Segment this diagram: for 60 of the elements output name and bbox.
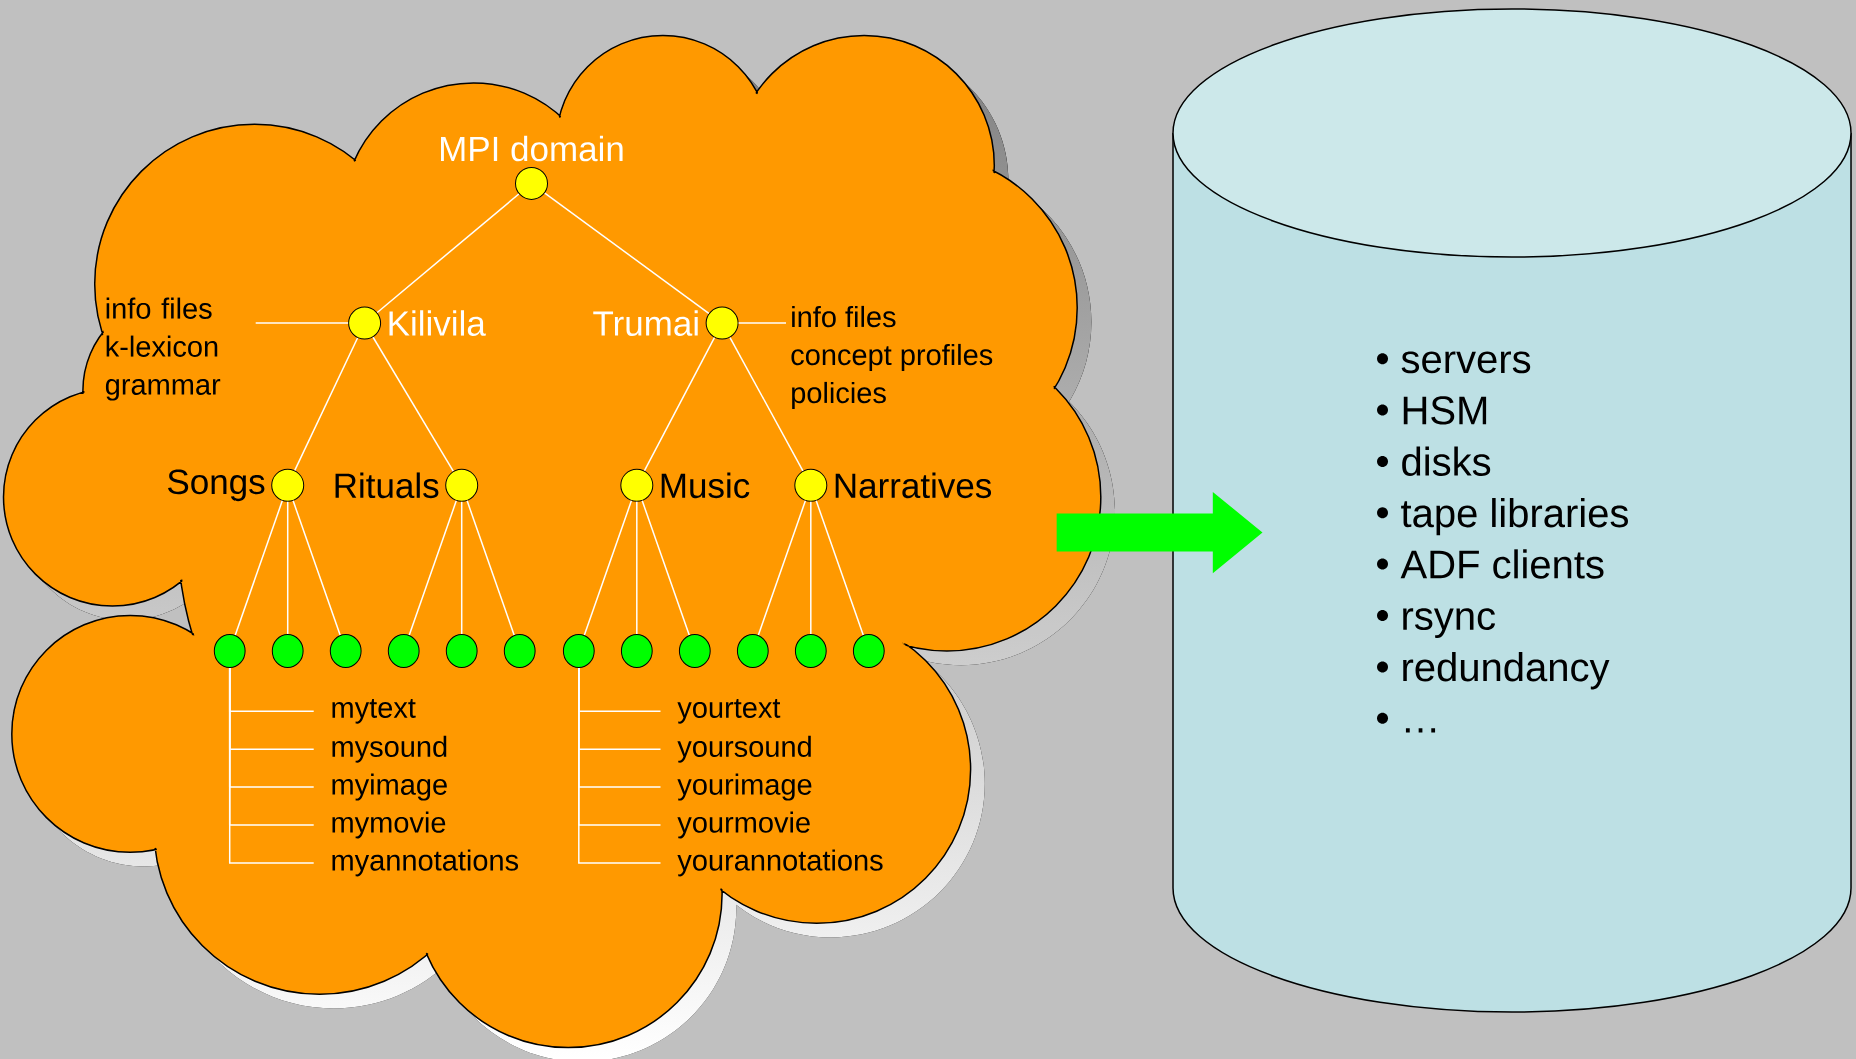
tree-node: Trumai (593, 306, 739, 340)
leaf-circle (678, 633, 711, 669)
tree-line (376, 193, 520, 314)
file-name: yoursound (677, 735, 811, 763)
leaf-circle (213, 633, 246, 669)
tree-node: Music (620, 468, 750, 502)
tree-line (636, 501, 638, 635)
info-list: info files k-lexicon grammar (105, 297, 221, 401)
tree-line (583, 500, 633, 636)
tree-line (292, 500, 341, 636)
tree-node: Songs (168, 468, 305, 502)
node-label: Trumai (593, 310, 698, 336)
node-label: Music (661, 472, 750, 499)
node-label: MPI domain (441, 135, 623, 162)
tree-line (643, 336, 716, 472)
node-label: Narratives (835, 472, 992, 499)
leaf-circle (852, 633, 885, 669)
tree-line (757, 500, 807, 636)
file-name: mymovie (332, 811, 446, 839)
tree-line (460, 501, 463, 635)
tree-line (286, 501, 289, 635)
tree-node: Narratives (794, 468, 992, 502)
leaf-circle (794, 633, 827, 669)
file-name: myannotations (332, 849, 519, 877)
leaf-circle (736, 633, 769, 669)
file-name: yourannotations (677, 849, 883, 877)
connector-line (254, 322, 349, 324)
tree-line (294, 337, 359, 472)
tree-line (544, 192, 710, 315)
leaf-circle (387, 633, 420, 669)
tree-line (815, 500, 864, 636)
leaf-circle (329, 633, 362, 669)
connector-line (737, 322, 787, 324)
leaf-circle (562, 633, 595, 669)
tree-line (372, 336, 454, 472)
leaf-circle (620, 633, 653, 669)
tree-node: Rituals (335, 468, 479, 502)
file-name: yourimage (677, 773, 812, 801)
tree-line (408, 500, 457, 636)
tree-line (810, 501, 812, 635)
file-name: mytext (332, 698, 416, 724)
leaf-circle (445, 633, 478, 669)
leaf-circle (503, 633, 536, 669)
file-name: yourtext (677, 698, 781, 724)
tree-line (234, 500, 283, 636)
node-label: Songs (168, 469, 265, 502)
node-label: Kilivila (389, 310, 486, 336)
tree-line (641, 500, 690, 636)
info-list: info files concept profiles policies (791, 305, 993, 409)
tree-node: Kilivila (348, 306, 486, 340)
tree-line (466, 500, 515, 636)
tree-line (729, 336, 804, 472)
leaf-circle (271, 633, 304, 669)
file-name: mysound (332, 735, 447, 763)
node-label: Rituals (335, 472, 439, 499)
bracket-line (228, 667, 315, 864)
file-name: myimage (332, 773, 447, 801)
file-name: yourmovie (677, 811, 810, 839)
tree-node: MPI domain (441, 135, 623, 200)
bracket-line (578, 667, 662, 864)
